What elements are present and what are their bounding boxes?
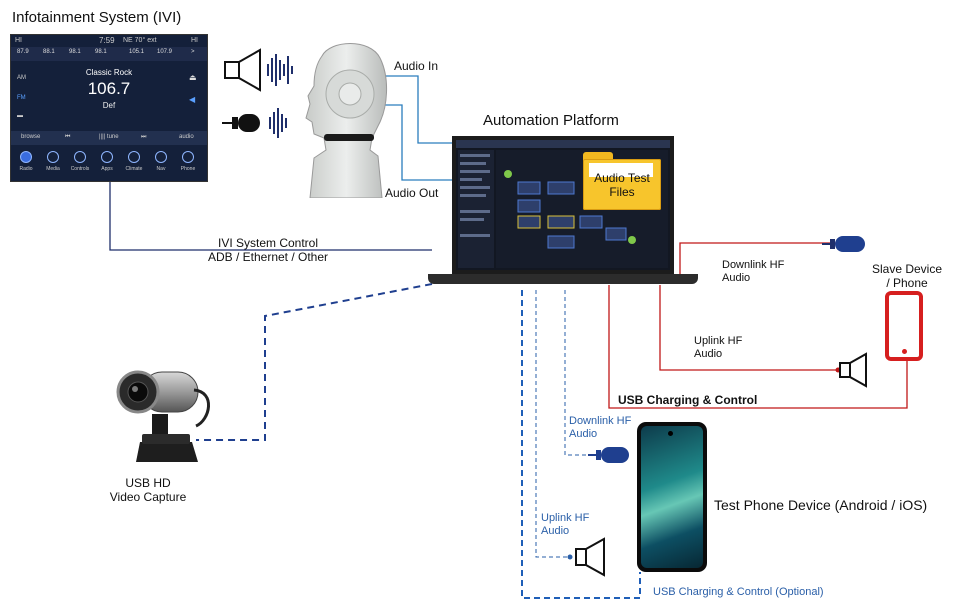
- usb-charging-label: USB Charging & Control: [618, 393, 758, 407]
- phone-screen: [641, 426, 703, 568]
- downlink-hf-slave-label: Downlink HF Audio: [722, 259, 785, 285]
- ivi-preset[interactable]: 98.1: [69, 49, 81, 55]
- ivi-preset[interactable]: 105.1: [129, 49, 145, 55]
- ivi-control-bar: browse ⏮ |||| tune ⏭ audio: [11, 131, 207, 145]
- media-icon: [47, 151, 59, 163]
- slave-device-label: Slave Device / Phone: [871, 262, 943, 291]
- sound-wave-icon: [267, 54, 293, 86]
- ivi-title: Infotainment System (IVI): [12, 9, 182, 26]
- ivi-control-label-line1: IVI System Control: [217, 236, 319, 250]
- ivi-app-phone[interactable]: Phone: [177, 151, 199, 172]
- uplink-hf-test-label: Uplink HF Audio: [541, 512, 590, 538]
- ivi-preset[interactable]: 107.9: [157, 49, 173, 55]
- usb-optional-label: USB Charging & Control (Optional): [653, 586, 824, 598]
- climate-icon: [128, 151, 140, 163]
- ivi-audio-button[interactable]: audio: [179, 134, 194, 140]
- microphone-icon: [588, 447, 629, 463]
- ivi-screen: HI 7:59 NE 70° ext HI 87.9 88.1 98.1 98.…: [10, 34, 208, 182]
- nav-icon: [155, 151, 167, 163]
- ivi-genre: Def: [102, 101, 116, 110]
- radio-icon: [20, 151, 32, 163]
- microphone-icon: [822, 236, 865, 252]
- downlink-hf-slave-line: [679, 242, 840, 276]
- ivi-app-apps[interactable]: Apps: [96, 151, 118, 172]
- downlink-hf-test-label: Downlink HF Audio: [569, 415, 632, 441]
- ivi-status-bar: HI 7:59 NE 70° ext HI: [11, 35, 207, 46]
- apps-icon: [101, 151, 113, 163]
- laptop-base: [428, 274, 698, 284]
- webcam-label: USB HD Video Capture: [109, 476, 187, 505]
- ivi-control-label-line2: ADB / Ethernet / Other: [207, 250, 329, 265]
- mannequin-head-icon: [305, 43, 388, 198]
- ivi-app-nav[interactable]: Nav: [150, 151, 172, 172]
- ivi-prev-button[interactable]: ⏮: [65, 134, 71, 140]
- volume-icon[interactable]: ◀: [189, 95, 196, 104]
- ivi-band-am[interactable]: AM: [17, 75, 26, 81]
- ivi-preset[interactable]: 87.9: [17, 49, 29, 55]
- webcam-line: [196, 283, 433, 441]
- downlink-hf-test-line: [564, 290, 590, 456]
- smartphone-icon: [637, 422, 707, 572]
- webcam-icon: [116, 370, 210, 462]
- platform-title: Automation Platform: [483, 112, 619, 129]
- uplink-hf-slave-label: Uplink HF Audio: [694, 335, 743, 361]
- ivi-temp: NE 70° ext: [123, 37, 157, 44]
- ivi-clock: 7:59: [99, 36, 115, 45]
- folder-icon: Audio Test Files: [583, 152, 661, 210]
- ivi-app-radio[interactable]: Radio: [15, 151, 37, 172]
- usb-charging-line: [608, 285, 908, 409]
- ivi-frequency: 106.7: [87, 79, 131, 98]
- ivi-status-left: HI: [15, 37, 22, 44]
- speaker-icon: [839, 352, 867, 388]
- controls-icon: [74, 151, 86, 163]
- chevron-right-icon[interactable]: >: [191, 49, 195, 55]
- ivi-app-climate[interactable]: Climate: [123, 151, 145, 172]
- ivi-control-line: [109, 180, 432, 251]
- speaker-icon: [575, 537, 605, 577]
- folder-label-line1: Audio Test: [594, 171, 650, 185]
- sound-wave-icon: [269, 108, 287, 138]
- audio-out-label: Audio Out: [385, 186, 439, 200]
- audio-in-label: Audio In: [394, 59, 439, 73]
- ivi-preset-bar: 87.9 88.1 98.1 98.1 105.1 107.9 >: [11, 47, 207, 61]
- ivi-status-right: HI: [191, 37, 198, 44]
- uplink-hf-test-line: [535, 290, 570, 558]
- ivi-app-controls[interactable]: Controls: [69, 151, 91, 172]
- usb-optional-line: [521, 290, 641, 599]
- ivi-station-name: Classic Rock: [85, 68, 133, 77]
- ivi-preset[interactable]: 88.1: [43, 49, 55, 55]
- camera-icon: [668, 431, 673, 436]
- ivi-app-bar: Radio Media Controls Apps Climate Nav Ph…: [11, 149, 207, 181]
- folder-label-line2: Files: [609, 184, 635, 199]
- ivi-preset[interactable]: 98.1: [95, 49, 107, 55]
- ivi-next-button[interactable]: ⏭: [141, 134, 147, 140]
- ivi-band-fm[interactable]: FM: [17, 95, 26, 101]
- audio-in-line: [382, 75, 455, 144]
- speaker-icon: [224, 48, 293, 92]
- uplink-hf-slave-line: [659, 285, 838, 371]
- uplink-test-dot: [567, 554, 573, 560]
- test-phone-label: Test Phone Device (Android / iOS): [714, 497, 928, 513]
- ivi-band-other[interactable]: ▬: [17, 113, 23, 119]
- smartphone-icon: [885, 291, 923, 361]
- ivi-browse-button[interactable]: browse: [21, 134, 41, 140]
- ivi-app-media[interactable]: Media: [42, 151, 64, 172]
- microphone-icon: [222, 108, 287, 138]
- phone-icon: [182, 151, 194, 163]
- eject-icon[interactable]: ⏏: [189, 73, 197, 82]
- ivi-control-label: IVI System Control ADB / Ethernet / Othe…: [198, 236, 338, 265]
- ivi-tune-button[interactable]: |||| tune: [99, 134, 119, 140]
